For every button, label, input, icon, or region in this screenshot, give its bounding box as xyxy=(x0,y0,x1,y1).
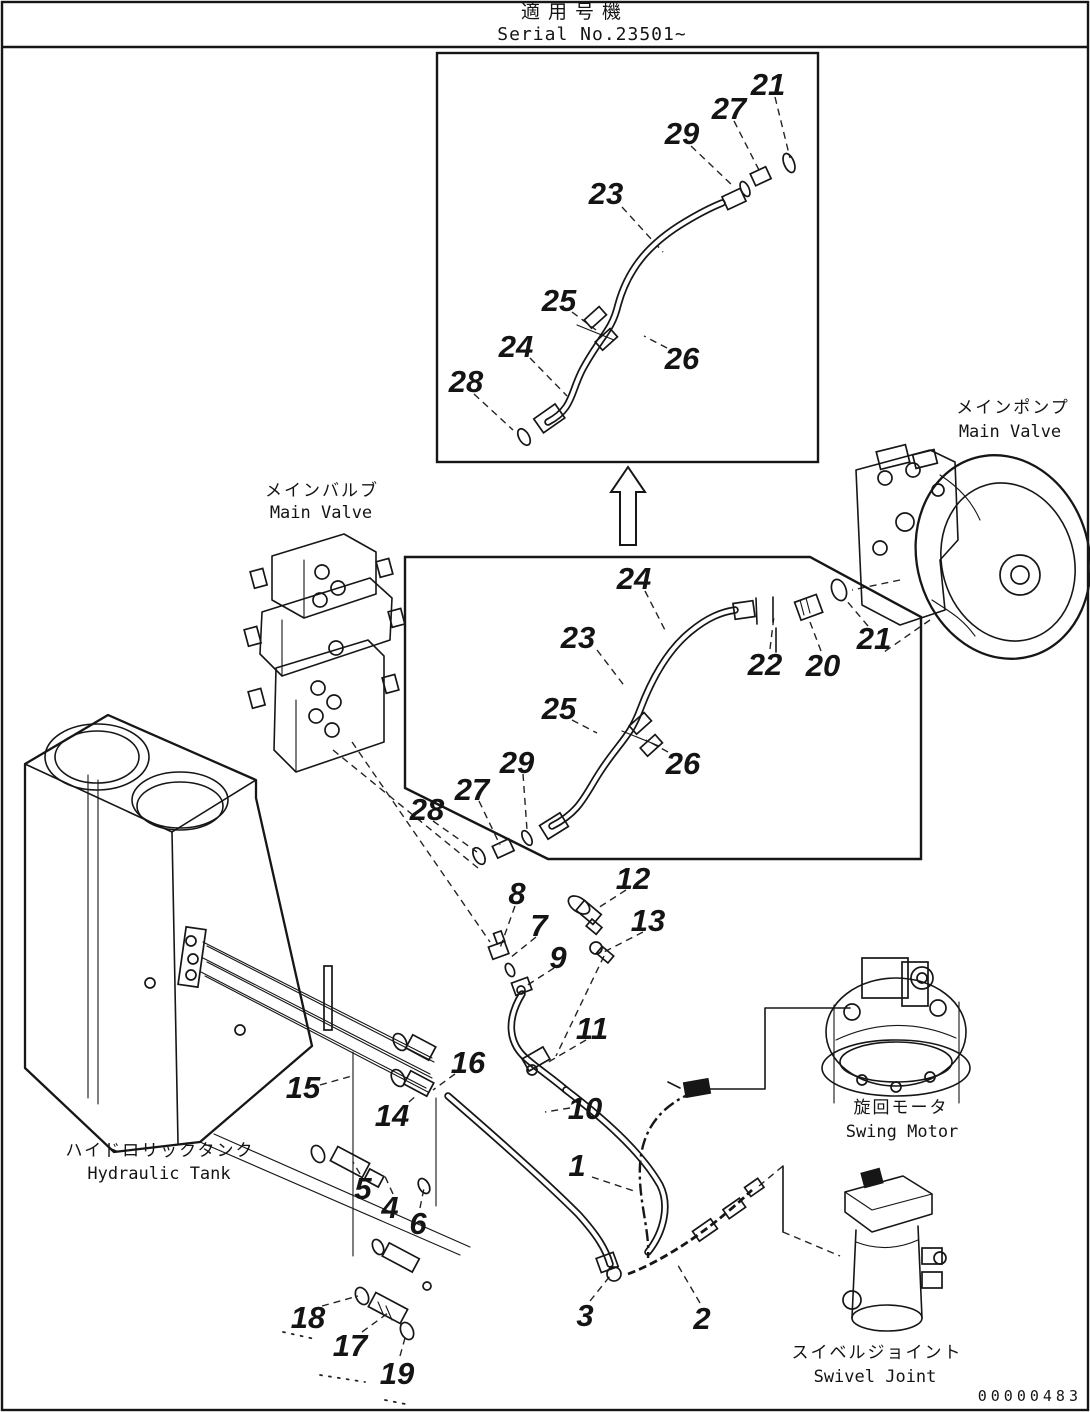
label-main-valve-jp: メインバルブ xyxy=(265,480,379,501)
callout-26: 26 xyxy=(665,746,701,781)
swivel-joint-drawing xyxy=(842,1167,947,1332)
text-labels: 適用号機 Serial No.23501~ メインポンプ Main Valve … xyxy=(66,1,1082,1405)
top-detail-box xyxy=(435,51,820,464)
callout-24: 24 xyxy=(498,329,533,364)
callout-25: 25 xyxy=(541,691,577,726)
callout-19: 19 xyxy=(380,1356,415,1391)
callout-25: 25 xyxy=(541,283,577,318)
callout-3: 3 xyxy=(576,1298,593,1333)
label-swivel-joint-en: Swivel Joint xyxy=(814,1367,937,1387)
callout-23: 23 xyxy=(588,176,623,211)
serial-header-en: Serial No.23501~ xyxy=(497,24,686,45)
callout-22: 22 xyxy=(747,647,782,682)
callout-13: 13 xyxy=(631,903,665,938)
serial-header-jp: 適用号機 xyxy=(521,1,629,23)
callout-28: 28 xyxy=(448,364,484,399)
callout-29: 29 xyxy=(499,745,535,780)
callout-8: 8 xyxy=(508,876,526,911)
lower-piping xyxy=(310,895,766,1341)
main-valve-drawing xyxy=(243,533,406,773)
label-hydraulic-tank-en: Hydraulic Tank xyxy=(87,1164,230,1184)
doc-number: 00000483 xyxy=(978,1387,1082,1405)
callout-5: 5 xyxy=(354,1171,372,1206)
leader-lines xyxy=(282,96,931,1406)
callout-12: 12 xyxy=(616,861,650,896)
callout-1: 1 xyxy=(568,1148,585,1183)
callout-27: 27 xyxy=(711,91,748,126)
top-box-hose xyxy=(516,152,796,447)
callout-16: 16 xyxy=(451,1045,486,1080)
callout-24: 24 xyxy=(616,561,651,596)
swing-motor-drawing xyxy=(702,957,971,1104)
callout-27: 27 xyxy=(454,772,491,807)
callout-11: 11 xyxy=(576,1011,608,1046)
up-arrow xyxy=(609,465,647,546)
callout-7: 7 xyxy=(530,908,549,943)
callout-14: 14 xyxy=(375,1098,409,1133)
callout-4: 4 xyxy=(380,1190,398,1225)
label-hydraulic-tank-jp: ハイドロリックタンク xyxy=(66,1141,255,1161)
callout-6: 6 xyxy=(409,1206,427,1241)
label-main-pump-jp: メインポンプ xyxy=(956,398,1070,418)
label-swivel-joint-jp: スイベルジョイント xyxy=(792,1343,963,1363)
main-pump-drawing xyxy=(855,443,1090,660)
label-main-pump-en: Main Valve xyxy=(959,422,1061,442)
callout-2: 2 xyxy=(692,1301,710,1336)
middle-box-hose xyxy=(472,578,848,866)
callout-18: 18 xyxy=(291,1300,326,1335)
label-main-valve-en: Main Valve xyxy=(270,503,372,523)
callout-17: 17 xyxy=(333,1328,369,1363)
callout-10: 10 xyxy=(568,1091,602,1126)
callout-29: 29 xyxy=(664,116,700,151)
label-swing-motor-jp: 旋回モータ xyxy=(854,1098,949,1118)
callout-21: 21 xyxy=(856,621,891,656)
callout-9: 9 xyxy=(549,940,567,975)
callout-15: 15 xyxy=(286,1070,321,1105)
callout-21: 21 xyxy=(750,67,785,102)
callout-28: 28 xyxy=(409,792,445,827)
callout-26: 26 xyxy=(664,341,700,376)
middle-detail-box xyxy=(403,555,923,861)
label-swing-motor-en: Swing Motor xyxy=(846,1122,959,1142)
callout-20: 20 xyxy=(805,648,840,683)
callout-23: 23 xyxy=(560,620,595,655)
